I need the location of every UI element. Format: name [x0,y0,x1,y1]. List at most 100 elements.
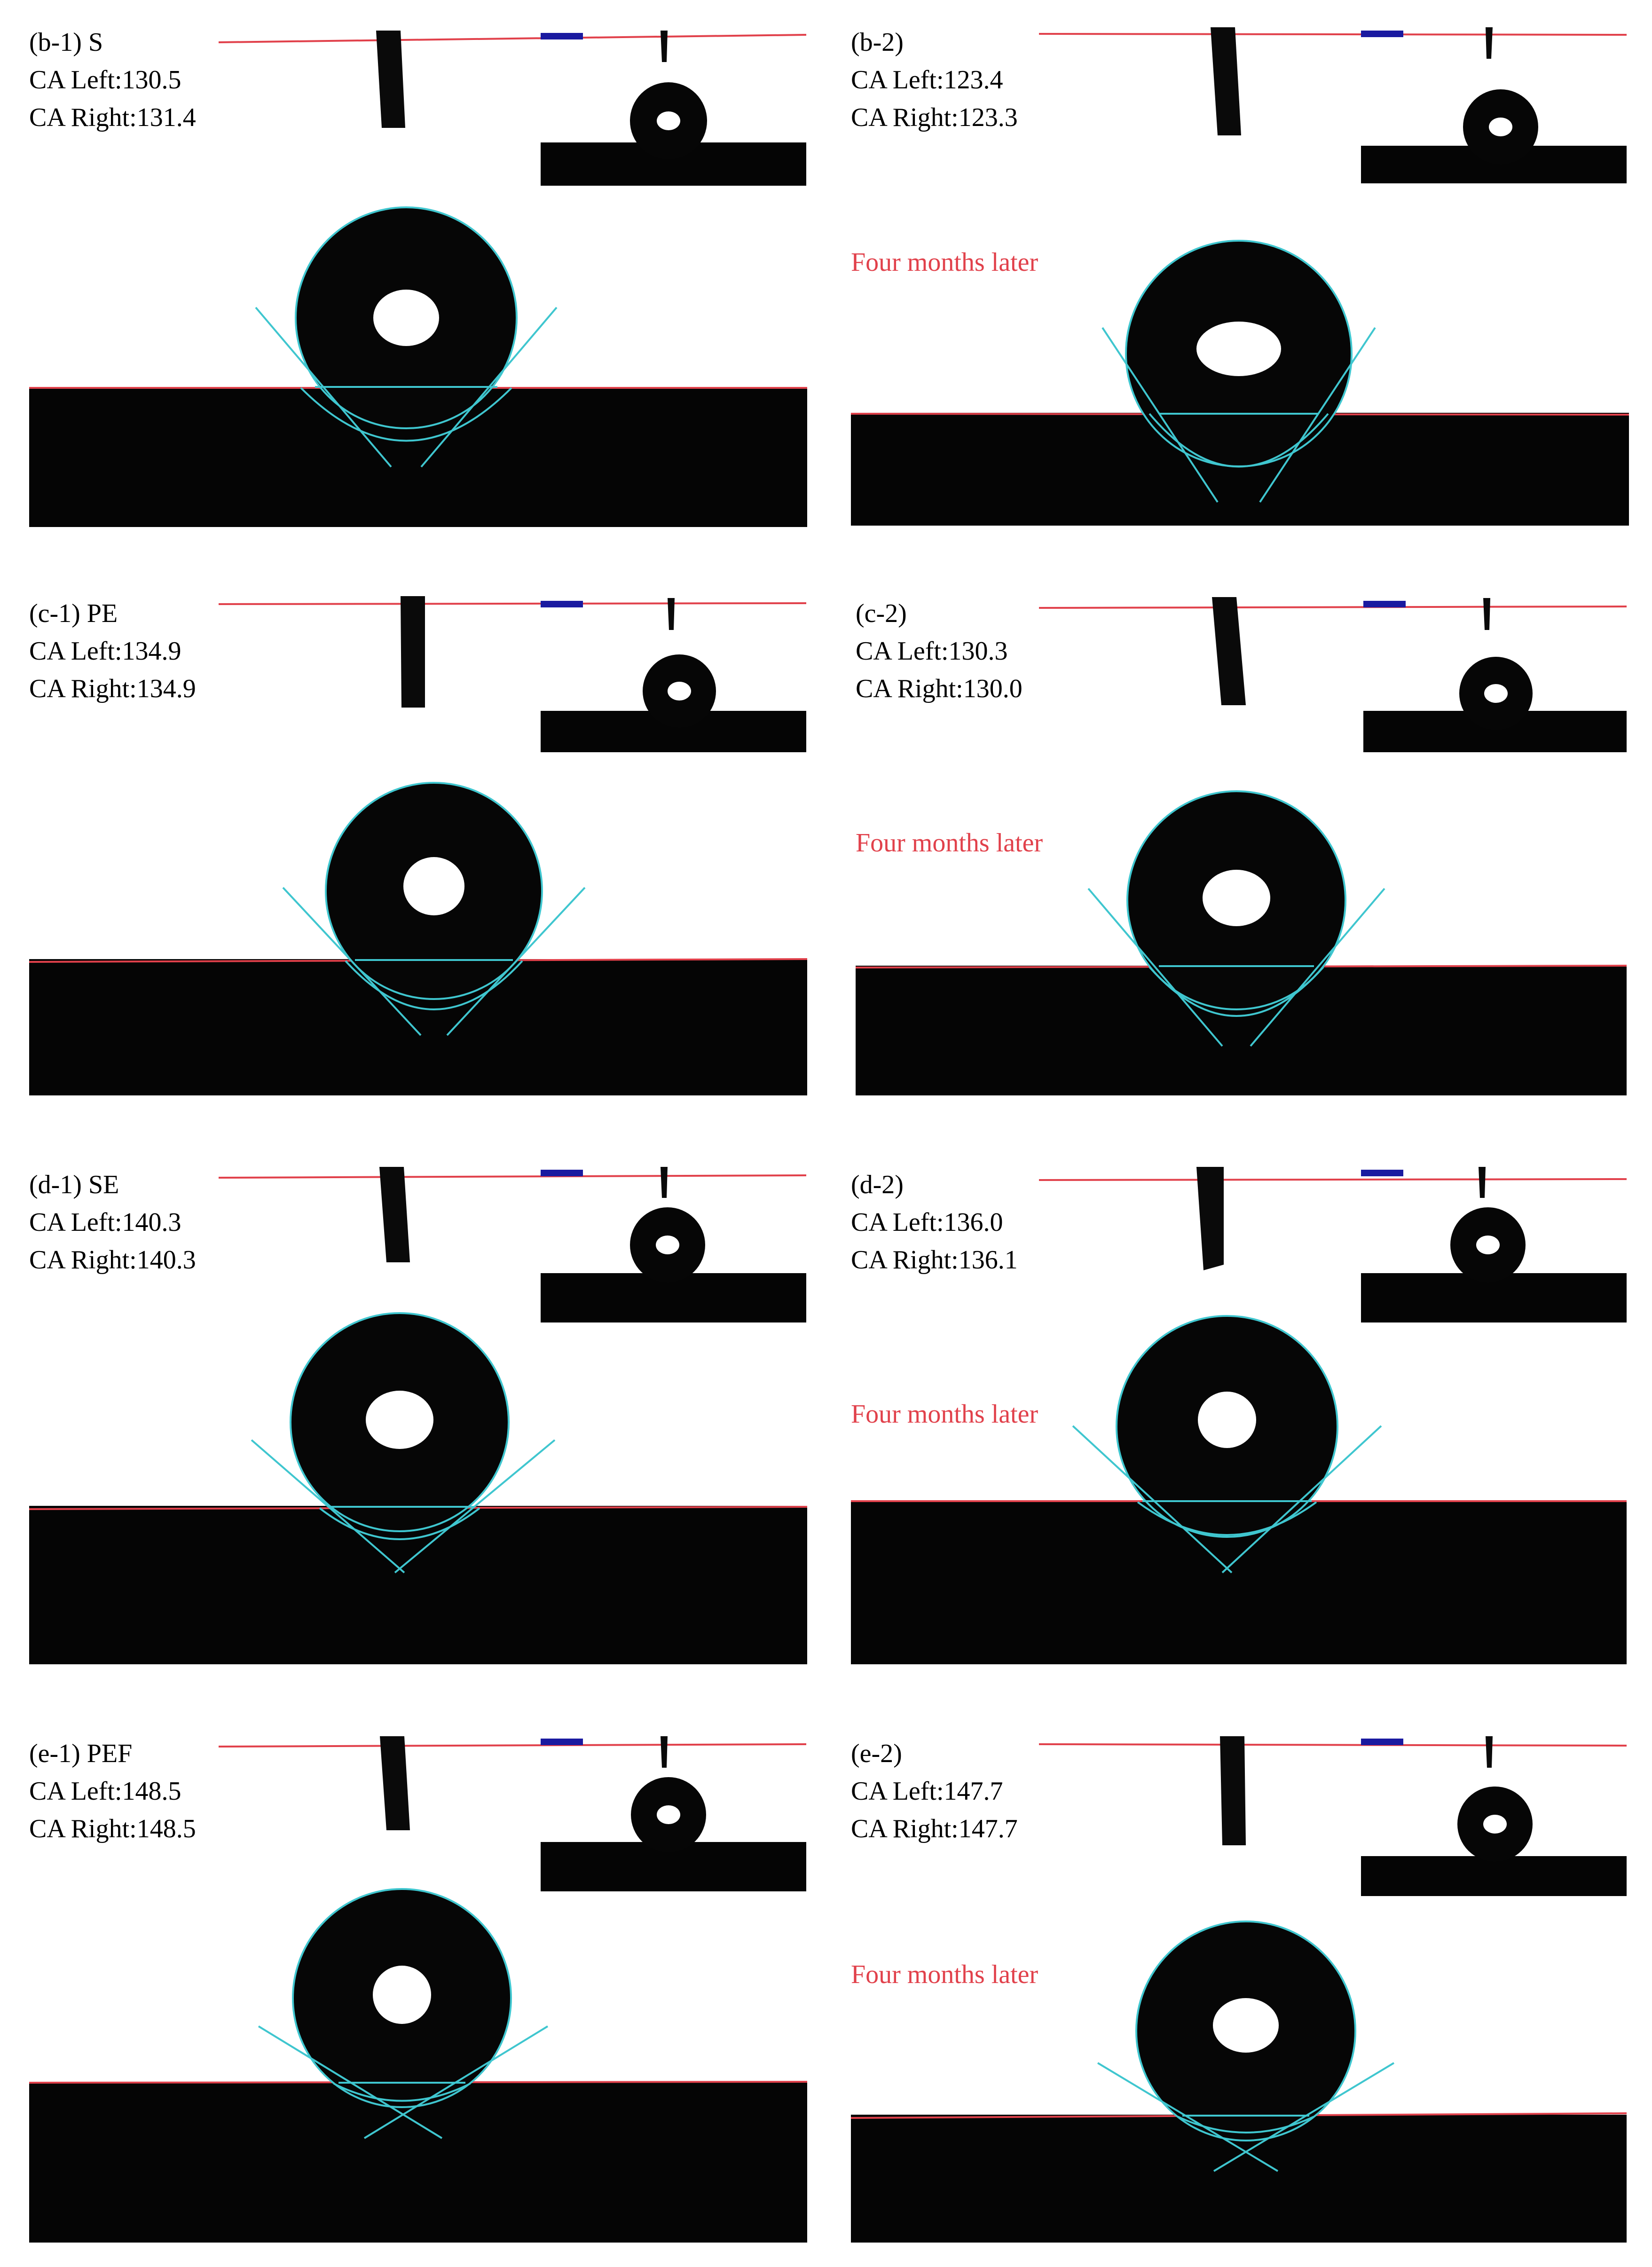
fit-arc [1149,413,1329,468]
inset-needle [1486,27,1493,59]
inset-droplet-highlight [657,1805,680,1824]
droplet-highlight [403,857,464,915]
inset-readout-box [1363,601,1406,607]
note-four-months-later: Four months later [851,1960,1038,1989]
tangent-left [1072,1425,1233,1574]
ca-right-value: CA Right:134.9 [29,674,196,703]
inset-droplet-highlight [1476,1236,1500,1254]
needle [401,596,425,708]
droplet-highlight [373,290,439,346]
fit-arc [1149,966,1324,1017]
inset-droplet-highlight [656,1236,679,1254]
inset-droplet-highlight [1484,684,1508,703]
tangent-right [446,887,586,1036]
ca-left-value: CA Left:148.5 [29,1777,181,1806]
inset-readout-box [1361,1170,1403,1176]
tangent-left [1087,888,1223,1047]
inset-needle [1479,1167,1486,1198]
inset-e-2 [1038,1736,1627,1896]
tangent-left [251,1439,405,1574]
substrate [29,1506,807,1664]
needle [376,31,405,128]
inset-needle [1486,1736,1493,1768]
inset-e-1 [218,1736,807,1891]
ca-left-value: CA Left:140.3 [29,1208,181,1237]
inset-baseline [1038,1743,1627,1747]
panel-title: (c-2) [856,599,907,628]
droplet-highlight [373,1966,431,2024]
inset-baseline [218,602,807,605]
droplet-highlight [1196,322,1281,376]
inset-d-1 [218,1167,807,1322]
ca-left-value: CA Left:134.9 [29,637,181,666]
inset-substrate [1361,1856,1627,1896]
fit-arc [300,387,512,442]
ca-left-value: CA Left:130.3 [856,637,1008,666]
ca-right-value: CA Right:147.7 [851,1814,1018,1843]
ca-right-value: CA Right:148.5 [29,1814,196,1843]
main-c-2 [855,790,1627,1095]
droplet-highlight [1203,870,1270,926]
ca-left-value: CA Left:130.5 [29,65,181,94]
needle [1196,1167,1224,1270]
fit-arc [1177,2116,1314,2133]
needle [379,1167,410,1262]
substrate [29,2082,807,2243]
fit-arc [345,960,523,1010]
inset-baseline [1038,1178,1627,1181]
panel-title: (c-1) PE [29,599,118,628]
inset-readout-box [541,33,583,39]
droplet-highlight [366,1391,433,1449]
inset-readout-box [541,601,583,607]
fit-arc [333,2083,471,2102]
inset-baseline [1038,33,1627,36]
needle [1212,597,1246,705]
panel-title: (e-1) PEF [29,1739,133,1768]
note-four-months-later: Four months later [851,1400,1038,1429]
inset-baseline [218,34,807,43]
ca-left-value: CA Left:123.4 [851,65,1003,94]
tangent-right [1259,327,1376,503]
tangent-right [1213,2062,1395,2172]
inset-c-2 [1038,597,1627,752]
inset-c-1 [218,596,807,752]
inset-readout-box [541,1739,583,1745]
ca-right-value: CA Right:123.3 [851,103,1018,132]
main-b-1 [29,206,807,527]
note-four-months-later: Four months later [851,248,1038,277]
fit-arc [319,1507,480,1540]
tangent-right [1250,888,1385,1047]
main-b-2 [850,240,1629,526]
inset-needle [661,1736,668,1768]
tangent-left [1097,2062,1279,2172]
ca-right-value: CA Right:130.0 [856,674,1023,703]
main-e-1 [29,1888,808,2243]
main-c-1 [29,782,808,1095]
droplet-highlight [1198,1392,1256,1448]
inset-needle [661,31,668,62]
needle [1211,27,1241,135]
ca-right-value: CA Right:136.1 [851,1245,1018,1275]
needle [380,1736,410,1830]
main-e-2 [850,1921,1627,2243]
ca-left-value: CA Left:136.0 [851,1208,1003,1237]
note-four-months-later: Four months later [856,828,1043,858]
panel-title: (d-2) [851,1170,904,1199]
inset-droplet-highlight [1483,1815,1507,1834]
inset-baseline [1038,606,1627,609]
inset-droplet-highlight [1489,118,1512,136]
inset-needle [661,1167,668,1198]
panel-title: (b-2) [851,28,904,57]
inset-readout-box [1361,1739,1403,1745]
inset-baseline [218,1174,807,1179]
inset-baseline [218,1743,807,1747]
inset-droplet-highlight [657,111,680,130]
panel-title: (b-1) S [29,28,103,57]
inset-droplet-highlight [668,682,691,701]
